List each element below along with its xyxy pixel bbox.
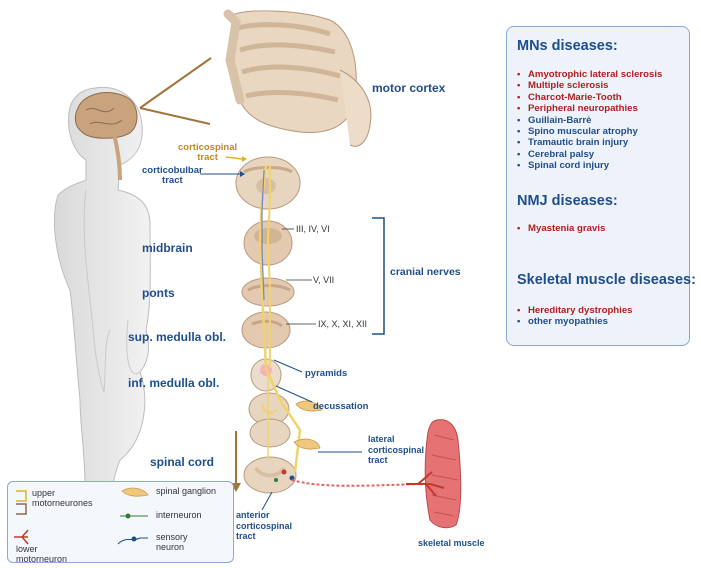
nerves-pons-label: V, VII [313,275,335,285]
lower-motorneuron-symbol [14,529,29,545]
mns-item: Amyotrophic lateral sclerosis [517,69,662,81]
zoom-lines [139,57,212,125]
pyramids-label: pyramids [305,368,348,379]
inf-medulla-label: inf. medulla obl. [128,376,220,390]
nmj-list: Myastenia gravis [517,223,605,235]
skm-item: Hereditary dystrophies [517,305,633,317]
interneuron-symbol [120,513,148,519]
sup-medulla-label: sup. medulla obl. [128,330,227,344]
mns-item: Multiple sclerosis [517,80,662,92]
legend: upper motorneurones lower motorneuron sp… [7,481,234,564]
mns-item: Peripheral neuropathies [517,103,662,115]
legend-interneuron-label: interneuron [156,510,202,520]
sensory-neuron-symbol [117,536,148,545]
motor-cortex-label: motor cortex [372,81,446,95]
nmj-title: NMJ diseases: [517,193,618,209]
legend-sensory-label: sensory neuron [156,532,188,552]
legend-symbols [14,487,149,545]
upper-motorneuron-symbol [16,490,27,515]
spinal-segments [243,392,297,494]
midbrain-label: midbrain [142,241,193,255]
nerves-medulla-label: IX, X, XI, XII [318,319,368,329]
neuron-markers [274,469,295,482]
brain-in-head [74,92,138,181]
mns-item: Charcot-Marie-Tooth [517,92,662,104]
tract-arrows [200,156,247,492]
skm-list: Hereditary dystrophiesother myopathies [517,305,633,328]
diseases-panel: MNs diseases: Amyotrophic lateral sclero… [506,26,696,346]
skm-item: other myopathies [517,316,633,328]
spinal-ganglion-symbol [121,487,149,497]
decussation-label: decussation [313,401,369,412]
anterior-cst-label: anterior corticospinal tract [236,510,293,541]
pons-section [241,277,295,307]
ganglion-shapes [293,400,323,450]
mns-item: Spino muscular atrophy [517,126,662,138]
legend-upper-label: upper motorneurones [32,488,93,508]
cranial-nerves-label: cranial nerves [390,266,461,278]
brain-coronal [235,156,301,210]
leader-lines [261,228,362,511]
medulla-section [241,311,291,349]
nerves-midbrain-label: III, IV, VI [296,224,330,234]
legend-lower-label: lower motorneuron [16,544,68,564]
skm-title: Skeletal muscle diseases: [517,272,696,288]
mns-item: Cerebral palsy [517,149,662,161]
spinal-cord-label: spinal cord [150,455,215,469]
legend-ganglion-label: spinal ganglion [156,486,217,496]
motor-cortex-section [223,9,372,147]
corticospinal-tract-line [258,164,302,473]
pons-label: ponts [142,286,175,300]
skeletal-muscle-label: skeletal muscle [418,538,485,548]
corticobulbar-tract-label: corticobulbar tract [142,165,203,186]
nmj-item: Myastenia gravis [517,223,605,235]
mns-item: Tramautic brain injury [517,137,662,149]
mns-item: Spinal cord injury [517,160,662,172]
mns-item: Guillain-Barrè [517,115,662,127]
skeletal-muscle [406,419,462,529]
human-figure [53,86,151,521]
mns-list: Amyotrophic lateral sclerosisMultiple sc… [517,69,662,172]
corticospinal-tract-label: corticospinal tract [178,142,238,163]
lateral-cst-label: lateral corticospinal tract [368,434,425,465]
mns-title: MNs diseases: [517,38,618,54]
cranial-nerves-bracket [372,217,385,335]
